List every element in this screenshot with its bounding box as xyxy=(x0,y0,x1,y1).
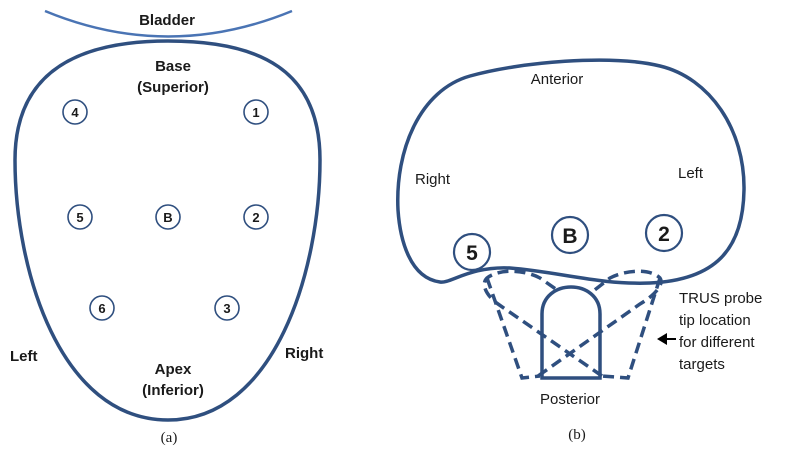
right-label-a: Right xyxy=(285,345,323,362)
panel-b: Anterior Right Left 5 B 2 Posterior TRUS… xyxy=(396,58,762,443)
bladder-label: Bladder xyxy=(139,12,195,29)
target-marker-4: 4 xyxy=(62,99,88,125)
svg-text:2: 2 xyxy=(658,223,670,246)
inferior-label: (Inferior) xyxy=(142,382,204,399)
probe-tip-left-position-lower xyxy=(485,277,541,380)
panel-a: Bladder Base (Superior) 4 1 5 B 2 6 xyxy=(10,9,323,446)
probe-note-line-3: for different xyxy=(679,334,755,351)
left-label-b: Left xyxy=(678,165,704,182)
target-marker-2-large: 2 xyxy=(644,213,684,253)
target-marker-5-large: 5 xyxy=(452,232,492,272)
svg-text:3: 3 xyxy=(223,301,230,316)
svg-text:2: 2 xyxy=(252,210,259,225)
svg-text:5: 5 xyxy=(76,210,83,225)
svg-text:B: B xyxy=(163,210,172,225)
left-label-a: Left xyxy=(10,348,38,365)
target-marker-3: 3 xyxy=(214,295,240,321)
base-label: Base xyxy=(155,58,191,75)
svg-text:5: 5 xyxy=(466,242,478,265)
bladder-curve xyxy=(44,9,293,38)
arrow-icon xyxy=(657,333,676,345)
caption-a: (a) xyxy=(161,430,178,446)
svg-text:1: 1 xyxy=(252,105,259,120)
probe-tip-right-position-lower xyxy=(601,277,662,380)
right-label-b: Right xyxy=(415,171,451,188)
target-marker-B: B xyxy=(155,204,181,230)
probe-note-line-4: targets xyxy=(679,356,725,373)
prostate-outline-coronal xyxy=(13,39,322,422)
target-marker-6: 6 xyxy=(89,295,115,321)
svg-text:B: B xyxy=(562,225,577,248)
svg-text:4: 4 xyxy=(71,105,79,120)
anterior-label: Anterior xyxy=(531,71,584,88)
target-marker-1: 1 xyxy=(243,99,269,125)
superior-label: (Superior) xyxy=(137,79,209,96)
probe-note-line-2: tip location xyxy=(679,312,751,329)
probe-tip-center-position xyxy=(540,285,602,380)
probe-note-line-1: TRUS probe xyxy=(679,290,762,307)
svg-text:6: 6 xyxy=(98,301,105,316)
prostate-outline-axial xyxy=(396,58,746,285)
target-marker-2: 2 xyxy=(243,204,269,230)
target-marker-5: 5 xyxy=(67,204,93,230)
target-marker-B-large: B xyxy=(550,215,590,255)
posterior-label: Posterior xyxy=(540,391,600,408)
apex-label: Apex xyxy=(155,361,192,378)
caption-b: (b) xyxy=(568,427,586,443)
